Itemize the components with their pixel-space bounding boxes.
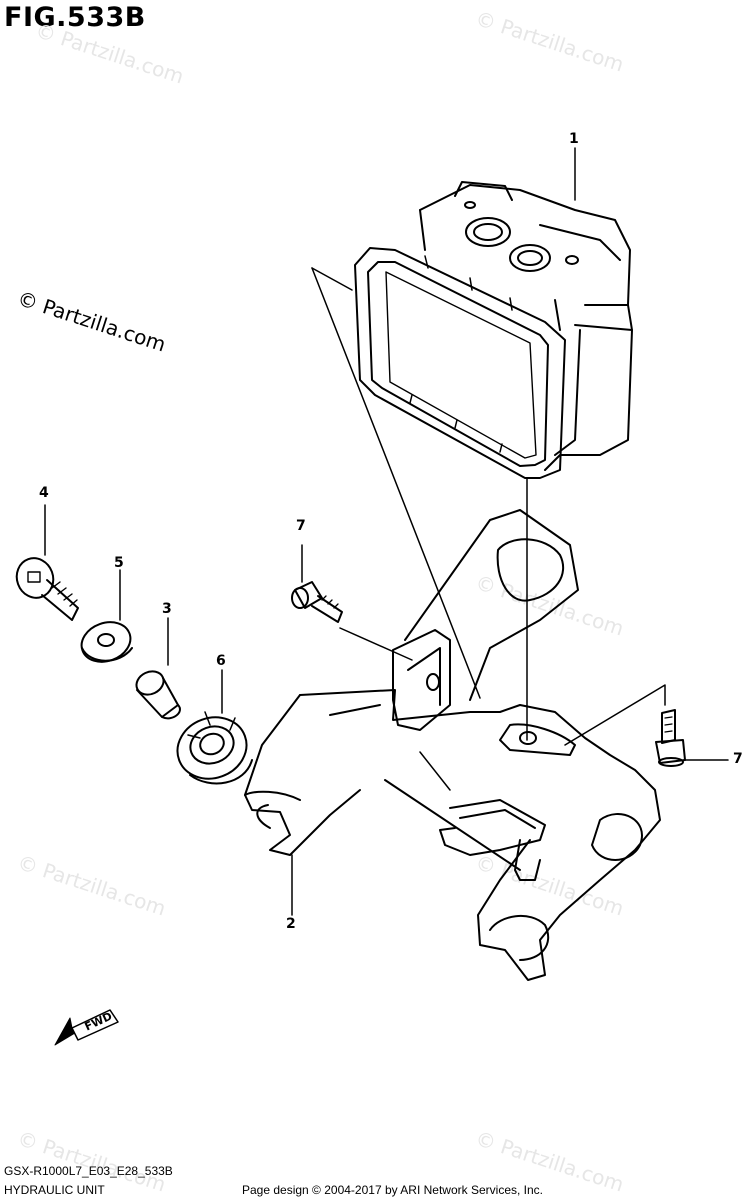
callout-6: 6	[216, 653, 226, 669]
figure-title: FIG.533B	[4, 2, 146, 33]
copyright-notice: Page design © 2004-2017 by ARI Network S…	[242, 1183, 544, 1197]
callout-7-upper: 7	[296, 518, 306, 534]
hydraulic-unit-part	[354, 181, 633, 479]
collar-part-3	[135, 670, 181, 720]
callout-2: 2	[286, 916, 296, 932]
callout-1: 1	[569, 131, 579, 147]
bolt-part-4	[15, 557, 79, 621]
callout-4: 4	[39, 485, 49, 501]
bolt-part-7-right	[655, 709, 686, 767]
wire-clip	[439, 799, 546, 881]
washer-part-5	[80, 621, 133, 663]
callout-5: 5	[114, 555, 124, 571]
bracket-part	[244, 509, 661, 981]
grommet-part-6	[176, 711, 253, 785]
unit-name: HYDRAULIC UNIT	[4, 1183, 105, 1197]
callout-leaders	[44, 147, 729, 916]
fwd-arrow-icon	[54, 1009, 119, 1046]
model-code: GSX-R1000L7_E03_E28_533B	[4, 1164, 173, 1178]
bolt-part-7-upper	[291, 581, 343, 623]
callout-7-right: 7	[733, 751, 743, 767]
callout-3: 3	[162, 601, 172, 617]
alignment-lines	[311, 267, 666, 791]
